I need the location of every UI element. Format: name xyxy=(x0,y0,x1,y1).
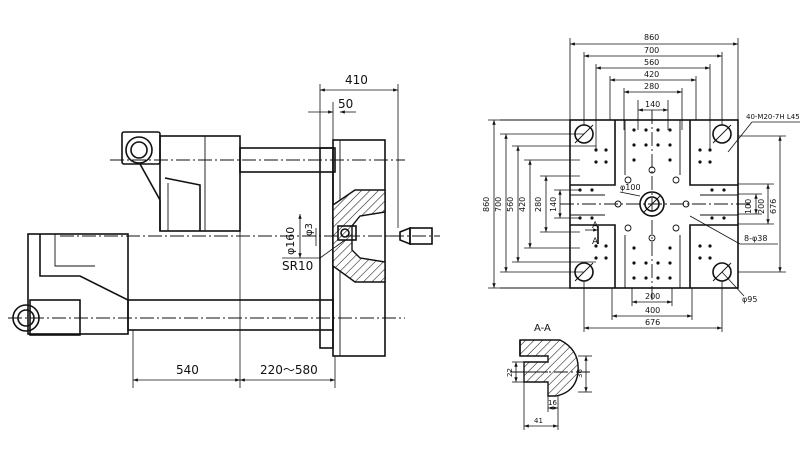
dim-b676: 676 xyxy=(645,318,660,327)
dim-sr-10: SR10 xyxy=(282,259,313,273)
dim-h200: 200 xyxy=(757,199,766,214)
dim-d22: 22 xyxy=(506,368,514,377)
callout-corner-hole: φ95 xyxy=(742,295,757,304)
dim-dia-160: φ160 xyxy=(284,227,297,255)
dim-h560: 560 xyxy=(506,197,515,212)
dim-w280: 280 xyxy=(644,82,659,91)
dim-d36: 36 xyxy=(576,369,584,378)
bottom-dimensions: 200 400 676 xyxy=(583,281,723,332)
dim-540: 540 xyxy=(176,363,199,377)
callout-center-hole: φ100 xyxy=(620,183,641,192)
platen-view: 860 700 560 420 280 140 xyxy=(482,33,800,332)
top-dimensions: 860 700 560 420 280 140 xyxy=(569,33,739,150)
dim-h676: 676 xyxy=(769,199,778,214)
right-dimensions: 100 200 676 xyxy=(738,135,786,273)
dim-220-580: 220～580 xyxy=(260,363,318,377)
section-view-aa: A-A 22 36 16 41 xyxy=(506,323,592,430)
callout-bolt-holes: 8-φ38 xyxy=(744,234,767,243)
dim-w700: 700 xyxy=(644,46,659,55)
dim-h420: 420 xyxy=(518,197,527,212)
dim-h100: 100 xyxy=(744,199,753,214)
dim-h700: 700 xyxy=(494,197,503,212)
section-mark-upper: A xyxy=(592,221,599,231)
dim-w140: 140 xyxy=(645,100,660,109)
dim-h140: 140 xyxy=(549,197,558,212)
dim-d41: 41 xyxy=(534,417,543,425)
section-mark-lower: A xyxy=(592,237,599,247)
side-view: 410 50 φ160 φ3 SR10 540 220～580 xyxy=(8,73,440,388)
dim-50: 50 xyxy=(338,97,353,111)
dim-dia-3: φ3 xyxy=(304,223,315,236)
dim-d16: 16 xyxy=(548,399,557,407)
dim-b200: 200 xyxy=(645,292,660,301)
dim-410: 410 xyxy=(345,73,368,87)
dim-w560: 560 xyxy=(644,58,659,67)
dim-b400: 400 xyxy=(645,306,660,315)
left-dimensions: 860 700 560 420 280 140 xyxy=(482,119,596,289)
callout-thread: 40-M20-7H L45 xyxy=(746,113,800,121)
section-title: A-A xyxy=(534,323,551,334)
dim-h280: 280 xyxy=(534,197,543,212)
dim-w860: 860 xyxy=(644,33,659,42)
dim-h860: 860 xyxy=(482,197,491,212)
dim-w420: 420 xyxy=(644,70,659,79)
